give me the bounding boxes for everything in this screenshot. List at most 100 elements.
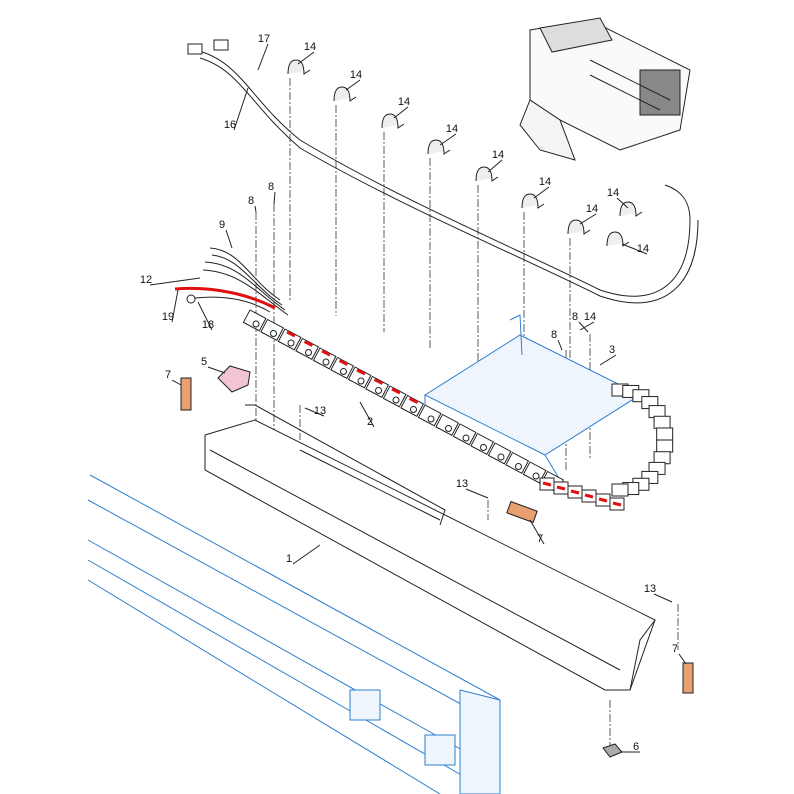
part-number-label: 14 — [637, 243, 649, 255]
leader-line — [439, 133, 457, 146]
part-number-label: 8 — [572, 311, 578, 323]
chain-link — [277, 328, 302, 351]
part-number-label: 14 — [539, 176, 551, 188]
leader-line — [678, 653, 687, 665]
chain-link — [295, 337, 320, 360]
leader-line — [529, 519, 545, 545]
part-number-label: 2 — [367, 416, 373, 428]
part-number-label: 14 — [584, 311, 596, 323]
chain-link — [505, 451, 530, 474]
part-number-label: 14 — [607, 187, 619, 199]
part-number-label: 14 — [446, 123, 458, 135]
leader-line — [599, 354, 617, 366]
leader-line — [579, 213, 597, 225]
part-number-label: 14 — [492, 149, 504, 161]
chain-link — [656, 439, 674, 453]
part-number-label: 1 — [286, 553, 292, 565]
part-number-label: 17 — [258, 33, 270, 45]
nut-part-6 — [602, 743, 623, 758]
part-number-label: 6 — [633, 741, 639, 753]
part-number-label: 8 — [268, 181, 274, 193]
part-number-label: 14 — [398, 96, 410, 108]
leader-line — [616, 197, 629, 209]
leader-line — [149, 277, 201, 286]
part-number-label: 5 — [201, 356, 207, 368]
cover-part-5 — [217, 365, 251, 393]
chain-support-bracket — [423, 314, 642, 481]
chain-link — [435, 413, 460, 436]
part-number-label: 8 — [248, 195, 254, 207]
leader-line — [487, 159, 503, 173]
part-number-label: 18 — [202, 319, 214, 331]
part-number-label: 7 — [672, 643, 678, 655]
part-number-label: 14 — [586, 203, 598, 215]
chain-link — [330, 356, 355, 379]
part-number-label: 13 — [456, 478, 468, 490]
cable-clamp-14 — [381, 113, 405, 129]
leader-line — [254, 205, 257, 213]
part-number-label: 7 — [537, 533, 543, 545]
leader-line — [579, 321, 595, 331]
stopper-part-7 — [682, 662, 694, 694]
chain-link — [260, 318, 285, 341]
part-number-label: 16 — [224, 119, 236, 131]
part-number-label: 12 — [140, 274, 152, 286]
leader-line — [197, 301, 213, 331]
part-number-label: 14 — [304, 41, 316, 53]
part-number-label: 19 — [162, 311, 174, 323]
cable-clamp-14 — [521, 193, 545, 209]
leader-line — [257, 43, 269, 71]
part-number-label: 9 — [219, 219, 225, 231]
chain-link — [417, 404, 442, 427]
leader-line — [292, 544, 321, 565]
chain-link — [382, 385, 407, 408]
cable-clamp-14 — [333, 86, 357, 102]
chain-link — [242, 309, 267, 332]
red-cable — [174, 286, 276, 310]
cable-clamp-14 — [567, 219, 591, 235]
stopper-part-7 — [180, 377, 192, 411]
leader-line — [304, 407, 325, 417]
leader-line — [578, 321, 589, 333]
leader-line — [393, 106, 409, 119]
part-number-label: 14 — [350, 69, 362, 81]
chain-link — [611, 483, 629, 497]
cables — [174, 247, 289, 316]
chain-link — [452, 423, 477, 446]
chain-link — [365, 375, 390, 398]
chain-link — [347, 366, 372, 389]
leader-line — [557, 339, 563, 351]
cable-clamp-14 — [475, 166, 499, 182]
part-number-label: 7 — [165, 369, 171, 381]
leader-line — [171, 379, 182, 386]
part-number-label: 13 — [644, 583, 656, 595]
stopper-part-7 — [506, 500, 538, 524]
cable-clamp-14 — [427, 139, 451, 155]
leader-line — [273, 191, 276, 205]
wire-harness — [187, 39, 699, 304]
leader-line — [465, 488, 489, 499]
chain-link — [400, 394, 425, 417]
leader-line — [225, 229, 233, 249]
cable-carrier-chain — [242, 309, 674, 511]
printer-overview-illustration — [519, 17, 691, 161]
part-number-label: 13 — [314, 405, 326, 417]
leader-line — [297, 51, 315, 65]
chain-link — [470, 432, 495, 455]
leader-line — [533, 186, 550, 199]
leader-line — [359, 401, 375, 428]
cable-clamp-14 — [606, 231, 630, 247]
rail-bracket — [204, 404, 656, 691]
leader-line — [171, 289, 179, 323]
leader-line — [207, 366, 226, 374]
chain-link — [653, 415, 671, 429]
chain-link — [487, 442, 512, 465]
part-number-label: 8 — [551, 329, 557, 341]
leader-line — [233, 87, 249, 131]
leader-line — [653, 593, 673, 603]
leader-line — [621, 243, 648, 255]
cable-clamp-14 — [287, 59, 311, 75]
chain-link — [656, 427, 674, 441]
leader-line — [345, 79, 361, 91]
